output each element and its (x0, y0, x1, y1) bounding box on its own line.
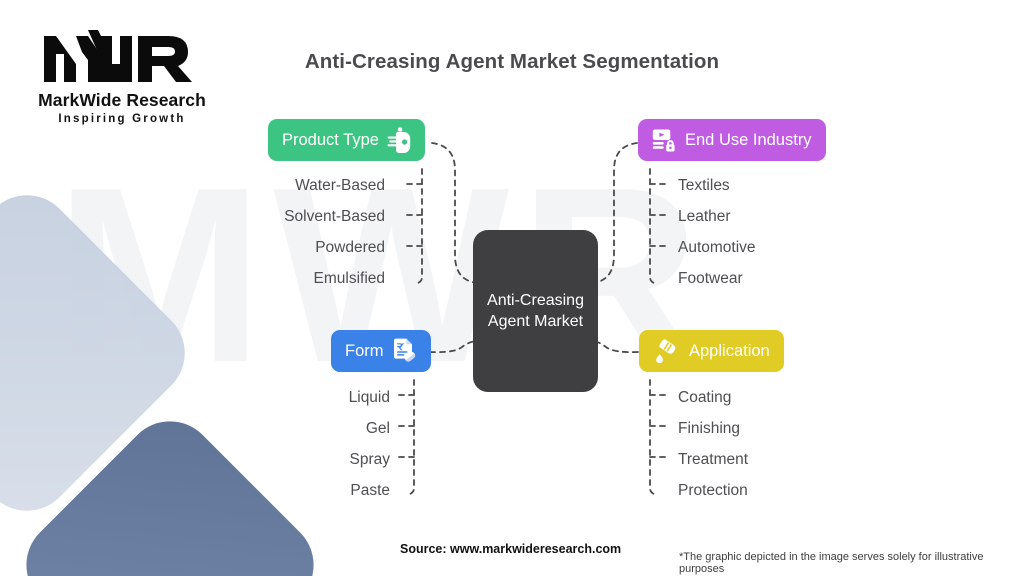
logo-brand-name: MarkWide Research (38, 90, 206, 110)
leaf-list-end-use-industry: Textiles Leather Automotive Footwear (678, 170, 908, 294)
leaf-item[interactable]: Footwear (678, 269, 743, 287)
leaf-item[interactable]: Protection (678, 481, 748, 499)
mwr-monogram-icon (22, 28, 222, 89)
leaf-item[interactable]: Paste (350, 481, 390, 499)
branch-node-application[interactable]: Application (639, 330, 784, 372)
leaf-list-application: Coating Finishing Treatment Protection (678, 382, 908, 506)
logo-tagline: Inspiring Growth (58, 113, 186, 125)
branch-node-form[interactable]: Form (331, 330, 431, 372)
leaf-item[interactable]: Water-Based (295, 176, 385, 194)
company-logo: MarkWide Research Inspiring Growth (22, 28, 222, 125)
disclaimer-text: *The graphic depicted in the image serve… (679, 551, 984, 575)
branch-label-end-use-industry: End Use Industry (685, 130, 812, 149)
page-title: Anti-Creasing Agent Market Segmentation (304, 50, 720, 73)
branch-label-form: Form (345, 341, 384, 360)
leaf-list-form: Liquid Gel Spray Paste (200, 382, 390, 506)
center-node-market[interactable]: Anti-Creasing Agent Market (473, 230, 598, 392)
leaf-item[interactable]: Gel (365, 419, 390, 437)
leaf-item[interactable]: Treatment (678, 450, 749, 468)
leaf-item[interactable]: Emulsified (313, 269, 386, 287)
branch-label-application: Application (689, 341, 770, 360)
leaf-item[interactable]: Spray (349, 450, 391, 468)
detergent-bottle-icon (387, 127, 411, 153)
branch-node-end-use-industry[interactable]: End Use Industry (638, 119, 826, 161)
leaf-item[interactable]: Liquid (348, 388, 390, 406)
branch-node-product-type[interactable]: Product Type (268, 119, 425, 161)
leaf-item[interactable]: Solvent-Based (284, 207, 385, 225)
leaf-item[interactable]: Textiles (678, 176, 730, 194)
leaf-item[interactable]: Powdered (315, 238, 385, 256)
pouring-bottle-drop-icon (653, 338, 681, 364)
center-node-label: Anti-Creasing Agent Market (487, 291, 584, 330)
branch-label-product-type: Product Type (282, 130, 379, 149)
leaf-item[interactable]: Coating (678, 388, 732, 406)
leaf-list-product-type: Water-Based Solvent-Based Powdered Emuls… (150, 170, 385, 294)
leaf-item[interactable]: Automotive (678, 238, 756, 256)
media-card-lock-icon (652, 128, 677, 152)
prescription-pill-icon (392, 338, 417, 364)
leaf-item[interactable]: Leather (678, 207, 731, 225)
source-text: Source: www.markwideresearch.com (400, 542, 622, 556)
leaf-item[interactable]: Finishing (678, 419, 741, 437)
